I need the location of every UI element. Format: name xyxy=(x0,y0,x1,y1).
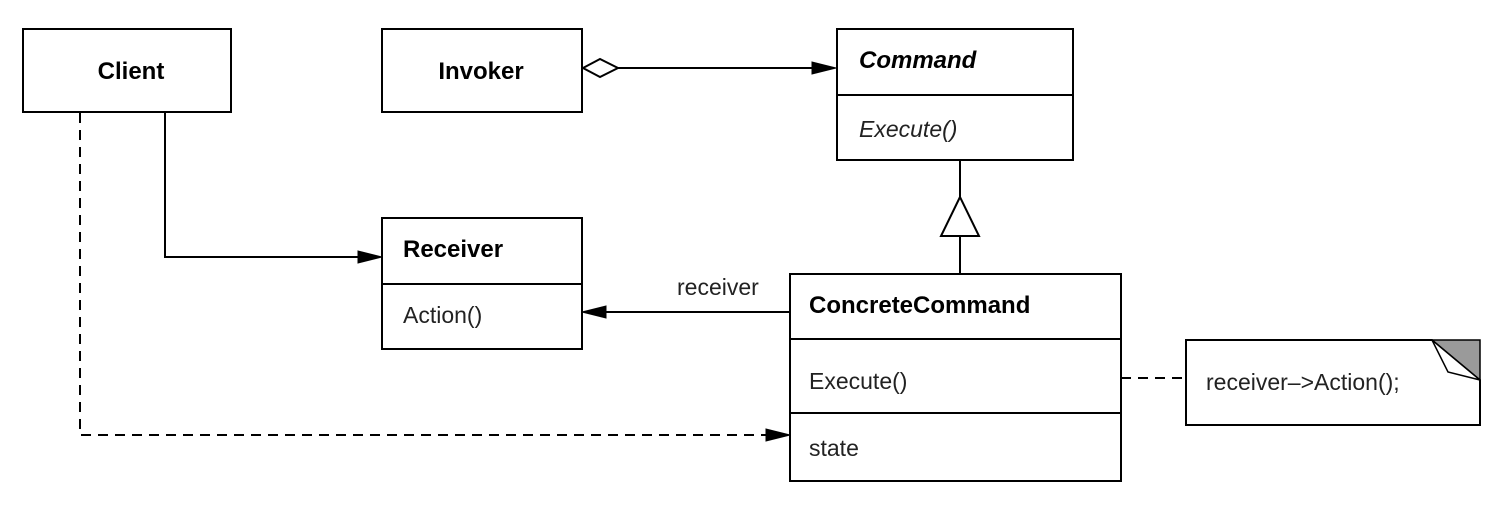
class-client-name: Client xyxy=(98,58,165,85)
implementation-note: receiver–>Action(); xyxy=(1185,339,1481,426)
invoker-command-aggregation xyxy=(580,57,837,79)
arrowhead-icon xyxy=(765,428,791,442)
class-client[interactable]: Client xyxy=(22,28,232,113)
inheritance-triangle-icon xyxy=(939,194,981,237)
class-concretecommand[interactable]: ConcreteCommand Execute() state xyxy=(789,273,1122,482)
concretecommand-receiver-association xyxy=(581,305,790,319)
class-receiver-operation: Action() xyxy=(403,302,482,328)
note-text: receiver–>Action(); xyxy=(1206,369,1400,395)
arrowhead-icon xyxy=(581,305,607,319)
class-command-operation: Execute() xyxy=(859,116,957,142)
class-receiver[interactable]: Receiver Action() xyxy=(381,217,583,350)
client-receiver-association xyxy=(164,113,383,264)
class-invoker-name: Invoker xyxy=(438,58,523,85)
class-receiver-name: Receiver xyxy=(403,236,503,263)
note-fold-icon xyxy=(1431,339,1481,381)
class-command[interactable]: Command Execute() xyxy=(836,28,1074,161)
class-invoker[interactable]: Invoker xyxy=(381,28,583,113)
class-concretecommand-name: ConcreteCommand xyxy=(809,292,1030,319)
client-concretecommand-dependency xyxy=(79,113,791,442)
note-body xyxy=(1185,339,1481,426)
aggregation-diamond-icon xyxy=(580,57,621,79)
arrowhead-icon xyxy=(811,61,837,75)
concretecommand-command-generalization xyxy=(939,160,981,274)
association-role-receiver: receiver xyxy=(677,274,759,300)
class-concretecommand-attribute: state xyxy=(809,435,859,461)
arrowhead-icon xyxy=(357,250,383,264)
class-command-name: Command xyxy=(859,47,978,74)
class-concretecommand-operation: Execute() xyxy=(809,368,907,394)
